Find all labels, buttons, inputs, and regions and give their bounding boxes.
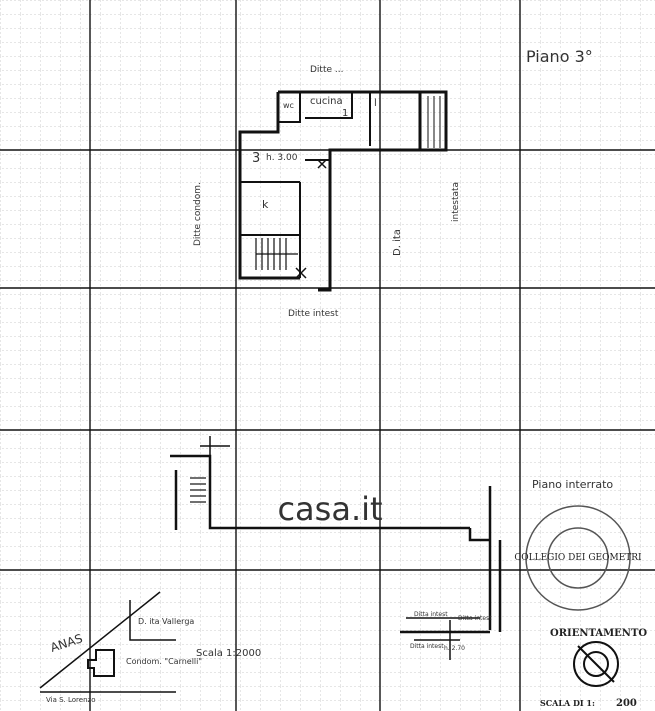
apartment-plan-floor-3: [238, 90, 448, 292]
svg-text:COLLEGIO DEI GEOMETRI: COLLEGIO DEI GEOMETRI: [514, 553, 642, 563]
label-room-l: l: [374, 98, 377, 109]
label-scala-2000: Scala 1:2000: [196, 648, 261, 659]
label-piano-3: Piano 3°: [526, 47, 593, 66]
label-h-small: h. 2.70: [444, 645, 465, 652]
basement-plan: [170, 436, 502, 660]
label-k: k: [262, 198, 269, 211]
watermark: casa.it: [277, 490, 382, 528]
location-map: [39, 591, 176, 693]
label-scala-bottom: SCALA DI 1:: [540, 698, 595, 708]
label-ditta-intest-3: Ditta intest: [410, 643, 444, 650]
label-ditta-intest-1: Ditta intest: [414, 611, 448, 618]
orientation-compass-icon: [573, 641, 619, 687]
collegio-stamp: COLLEGIO DEI GEOMETRI: [514, 505, 642, 611]
label-cucina: cucina: [310, 96, 343, 107]
label-ditte-intest: Ditte intest: [288, 309, 339, 319]
label-ditte-condom: Ditte condom.: [193, 182, 203, 246]
plan-labels: Piano 3° Ditte ... cucina wc l 1 3 h. 3.…: [46, 47, 647, 709]
label-orientamento: ORIENTAMENTO: [550, 628, 647, 639]
label-ditte-top: Ditte ...: [310, 65, 343, 75]
label-d-ita: D. ita: [392, 229, 403, 256]
label-wc: wc: [283, 101, 294, 110]
label-condom-carnelli: Condom. "Carnelli": [126, 657, 202, 666]
label-piano-interrato: Piano interrato: [532, 478, 613, 491]
label-room-3: 3: [252, 151, 260, 166]
label-d-ita-vallerga: D. ita Vallerga: [138, 617, 194, 626]
label-scala-bottom-value: 200: [616, 698, 637, 709]
label-via: Via S. Lorenzo: [46, 696, 95, 704]
label-height: h. 3.00: [266, 153, 298, 163]
label-intestata-right: intestata: [451, 182, 461, 222]
label-room-1: 1: [342, 108, 348, 119]
label-ditta-intest-2: Ditta intest: [458, 615, 492, 622]
